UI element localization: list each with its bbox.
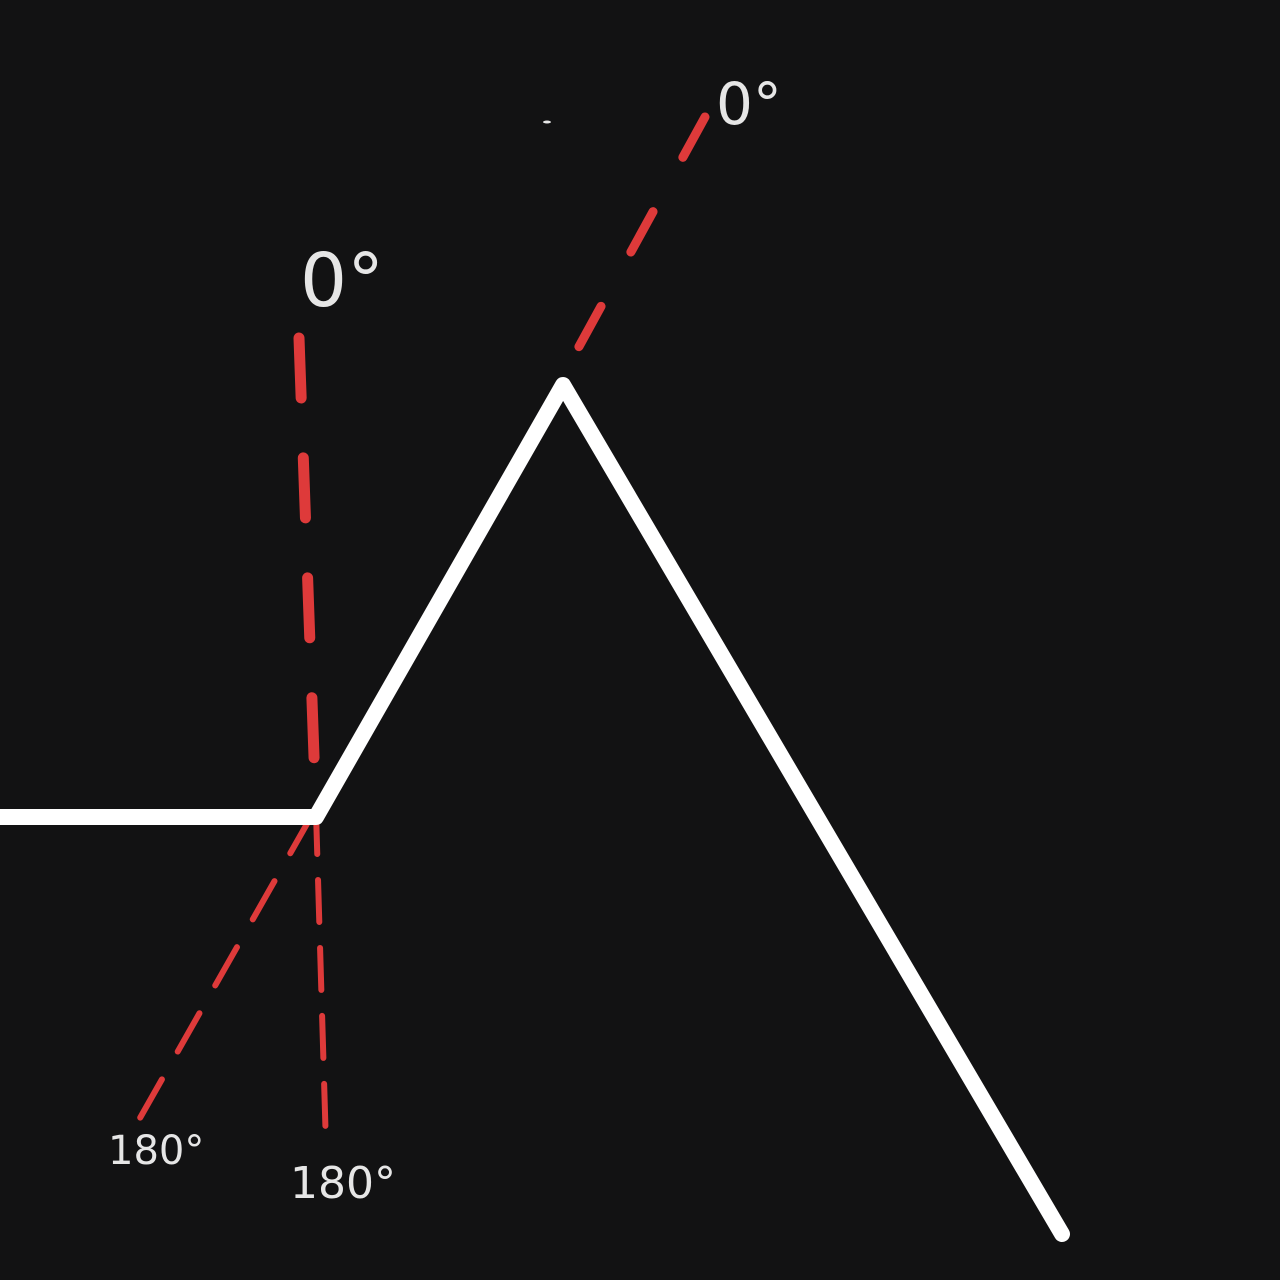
path-line — [0, 377, 1070, 1242]
label-slanted-top: 0° — [716, 70, 782, 138]
slanted-reference-line — [137, 112, 710, 1121]
label-vertical-top: 0° — [300, 238, 384, 324]
label-vertical-bottom: 180° — [290, 1158, 396, 1209]
label-slanted-bottom: 180° — [108, 1128, 204, 1174]
stray-mark — [543, 120, 551, 124]
vertical-reference-line — [293, 332, 329, 1149]
